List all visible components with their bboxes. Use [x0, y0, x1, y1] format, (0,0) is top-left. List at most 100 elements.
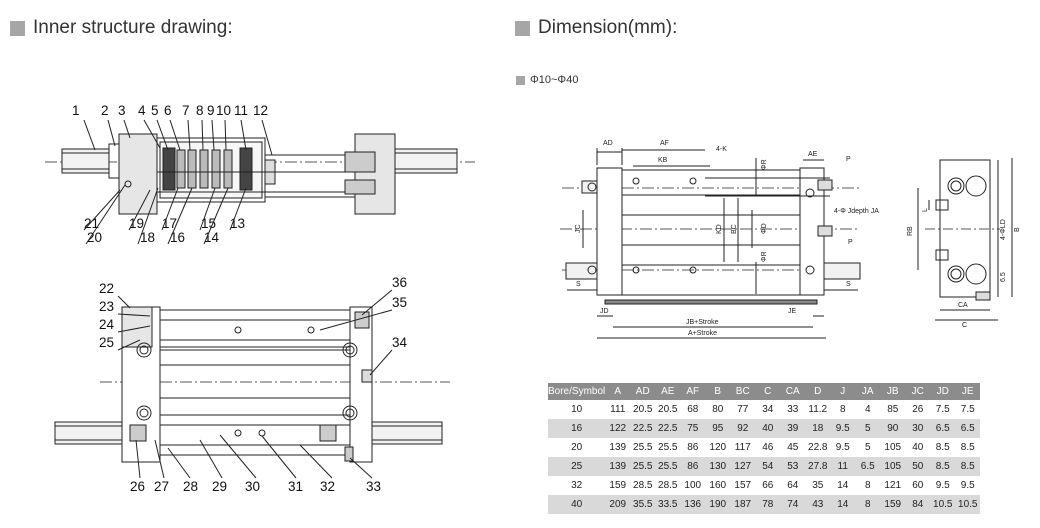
dim-JC: JC — [575, 224, 582, 233]
dim-C: C — [962, 322, 967, 329]
table-cell: 43 — [805, 495, 831, 514]
table-cell: 33.5 — [655, 495, 681, 514]
table-cell: 8 — [839, 404, 846, 415]
table-cell: 86 — [680, 457, 706, 476]
dim-S-left: S — [576, 281, 581, 288]
dim-phiLD: 4-ΦLD — [1000, 219, 1007, 240]
table-header-cell: Bore/Symbol — [548, 383, 606, 400]
dim-KD: KD — [716, 224, 723, 234]
table-cell: 8.5 — [930, 457, 956, 476]
table-cell: 64 — [787, 480, 799, 491]
table-cell: 40 — [548, 495, 606, 514]
table-cell: 39 — [780, 419, 806, 438]
part-num-19: 19 — [129, 216, 144, 231]
table-cell: 190 — [705, 495, 731, 514]
table-cell: 33 — [787, 404, 799, 415]
table-cell: 4 — [864, 404, 871, 415]
dim-CA: CA — [958, 302, 968, 309]
table-header-cell: CA — [780, 383, 806, 400]
table-header-cell: AE — [655, 383, 681, 400]
table-cell: 11.2 — [808, 404, 828, 415]
table-cell: 66 — [762, 480, 774, 491]
part-num-26: 26 — [130, 479, 145, 494]
part-num-16: 16 — [170, 230, 185, 245]
dim-BC: BC — [731, 224, 738, 234]
dim-holes: 4-Φ Jdepth JA — [834, 208, 879, 215]
table-cell: 25.5 — [630, 457, 656, 476]
dim-phiD: ΦD — [761, 223, 768, 234]
part-num-22: 22 — [99, 281, 114, 296]
table-header-cell: D — [805, 383, 831, 400]
table-header-cell: B — [705, 383, 731, 400]
table-cell: 7.5 — [960, 404, 975, 415]
dimension-side-view: RB L 4-ΦLD B 6.5 CA C — [907, 158, 1021, 329]
table-cell: 10.5 — [955, 495, 981, 514]
table-cell: 105 — [884, 442, 902, 453]
part-num-31: 31 — [288, 479, 303, 494]
bottom-part-numbers: 22 23 24 25 26 27 28 29 30 31 32 33 34 3… — [99, 275, 408, 494]
table-cell: 16 — [548, 419, 606, 438]
heading-square-icon — [10, 20, 25, 36]
table-cell: 159 — [609, 480, 627, 491]
table-cell: 84 — [905, 495, 931, 514]
table-header-cell: JE — [955, 383, 981, 400]
table-cell: 53 — [780, 457, 806, 476]
table-cell: 18 — [805, 419, 831, 438]
table-cell: 5 — [864, 442, 871, 453]
table-cell: 20.5 — [658, 404, 678, 415]
table-cell: 20 — [571, 442, 583, 453]
part-num-32: 32 — [320, 479, 335, 494]
table-cell: 86 — [687, 442, 699, 453]
table-cell: 160 — [709, 480, 727, 491]
dim-RB: RB — [907, 226, 914, 236]
table-cell: 95 — [705, 419, 731, 438]
table-cell: 7.5 — [935, 404, 950, 415]
part-num-24: 24 — [99, 317, 115, 332]
table-cell: 22.8 — [808, 442, 828, 453]
part-num-6: 6 — [164, 103, 172, 118]
table-cell: 9.5 — [935, 480, 950, 491]
table-header-cell: C — [755, 383, 781, 400]
part-num-7: 7 — [182, 103, 190, 118]
dim-KB: KB — [658, 157, 668, 164]
table-cell: 26 — [912, 404, 924, 415]
table-cell: 74 — [780, 495, 806, 514]
part-num-34: 34 — [392, 335, 408, 350]
table-cell: 9.5 — [835, 442, 850, 453]
table-cell: 92 — [730, 419, 756, 438]
table-cell: 35.5 — [630, 495, 656, 514]
table-cell: 45 — [787, 442, 799, 453]
table-cell: 68 — [687, 404, 699, 415]
part-num-5: 5 — [151, 103, 159, 118]
part-num-23: 23 — [99, 299, 114, 314]
part-num-27: 27 — [154, 479, 169, 494]
table-cell: 28.5 — [658, 480, 678, 491]
table-cell: 80 — [712, 404, 724, 415]
dim-AF: AF — [660, 140, 669, 147]
table-cell: 159 — [880, 495, 906, 514]
part-num-35: 35 — [392, 295, 407, 310]
bottom-cylinder-drawing — [54, 306, 450, 463]
part-num-12: 12 — [253, 103, 268, 118]
table-cell: 130 — [705, 457, 731, 476]
table-cell: 5 — [855, 419, 881, 438]
heading-square-icon — [515, 20, 530, 36]
table-cell: 8.5 — [960, 442, 975, 453]
dim-S-right: S — [846, 281, 851, 288]
table-cell: 157 — [734, 480, 752, 491]
table-cell: 32 — [571, 480, 583, 491]
table-cell: 22.5 — [655, 419, 681, 438]
dim-B: B — [1014, 227, 1021, 232]
part-num-28: 28 — [183, 479, 198, 494]
table-cell: 85 — [887, 404, 899, 415]
part-num-25: 25 — [99, 335, 114, 350]
table-cell: 9.5 — [830, 419, 856, 438]
table-cell: 22.5 — [630, 419, 656, 438]
part-num-9: 9 — [207, 103, 215, 118]
